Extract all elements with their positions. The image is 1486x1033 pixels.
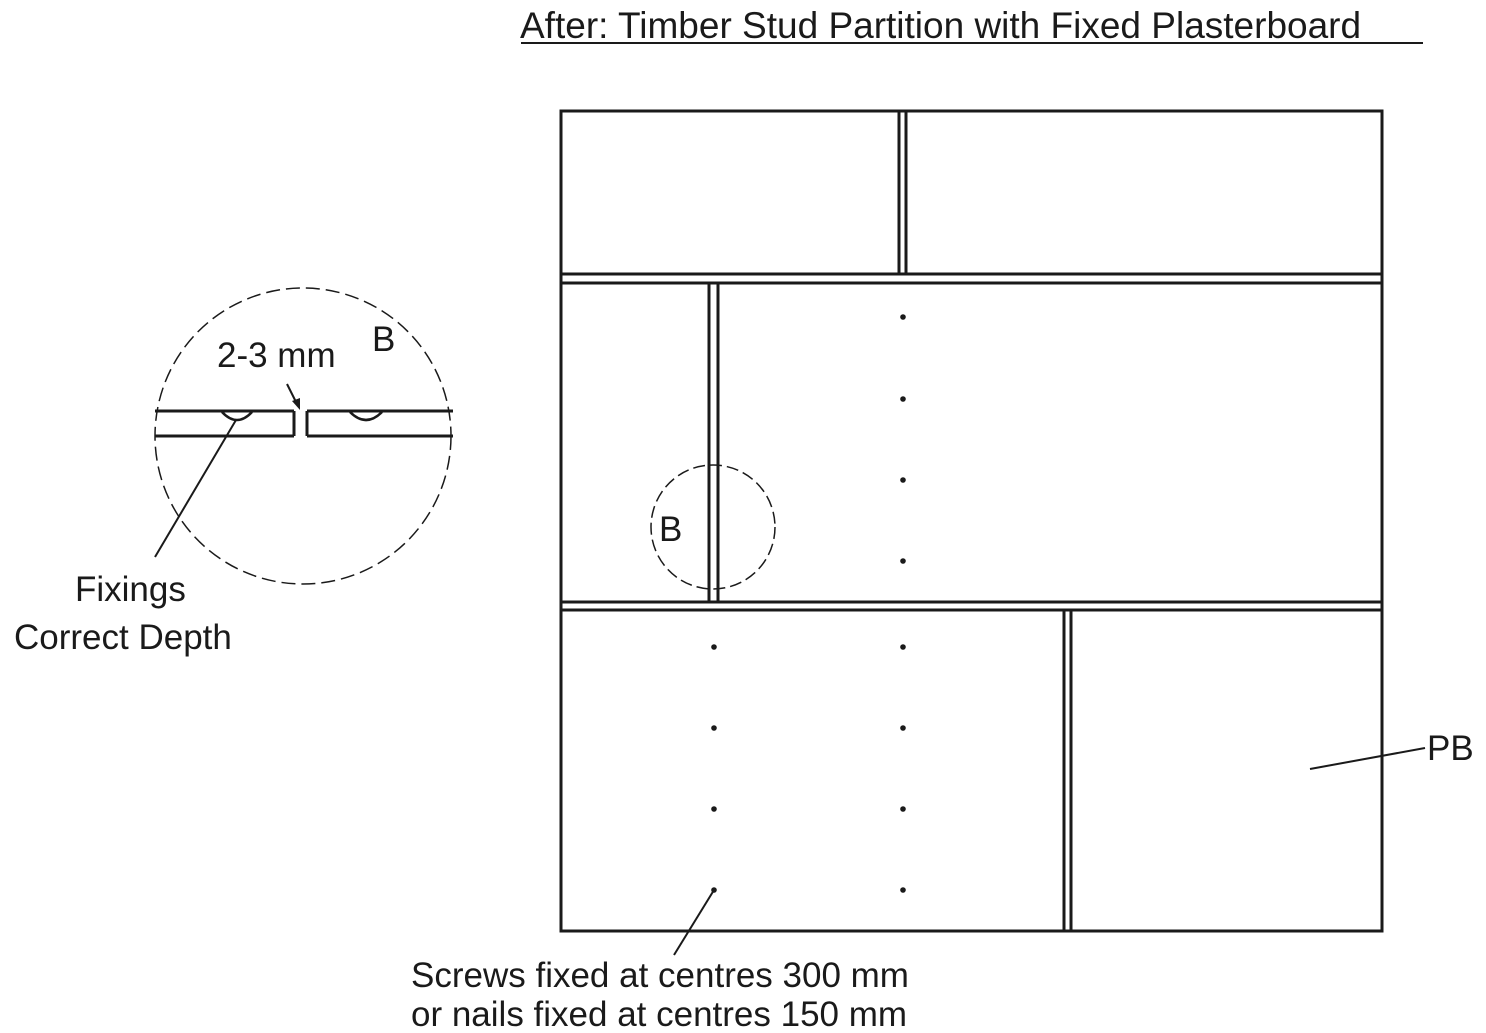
board-layout: B PB Screws fixed at centres 300 mm or n… (411, 109, 1474, 1033)
screws-label-line2: or nails fixed at centres 150 mm (411, 995, 907, 1033)
fixing-dot (900, 644, 906, 650)
fixing-dot (711, 806, 717, 812)
detail-gap-label: 2-3 mm (217, 336, 336, 375)
fixing-head-left (221, 411, 253, 422)
fixings-label-line2: Correct Depth (14, 618, 232, 657)
diagram-title: After: Timber Stud Partition with Fixed … (520, 5, 1361, 46)
fixing-dot (900, 725, 906, 731)
fixings-leader-line (154, 419, 237, 558)
screws-label-line1: Screws fixed at centres 300 mm (411, 956, 909, 995)
fixing-dot (900, 477, 906, 483)
callout-marker-label: B (659, 510, 682, 549)
fixing-dots (711, 314, 906, 893)
partition-outline (559, 109, 1384, 933)
pb-label: PB (1427, 729, 1474, 768)
screws-leader-line (673, 889, 715, 956)
fixing-dot (900, 558, 906, 564)
detail-callout-circle (650, 464, 776, 590)
pb-leader-line (1309, 747, 1426, 770)
gap-arrow-head (292, 398, 300, 410)
fixing-dot (900, 806, 906, 812)
detail-b: 2-3 mm B Fixings Correct Depth (14, 287, 453, 657)
fixing-dot (711, 725, 717, 731)
fixings-label-line1: Fixings (75, 570, 186, 609)
fixing-dot (711, 644, 717, 650)
detail-b-marker-label: B (372, 320, 395, 359)
fixing-dot (900, 314, 906, 320)
fixing-dot (900, 396, 906, 402)
fixing-dot (900, 887, 906, 893)
fixing-head-right (349, 411, 383, 422)
